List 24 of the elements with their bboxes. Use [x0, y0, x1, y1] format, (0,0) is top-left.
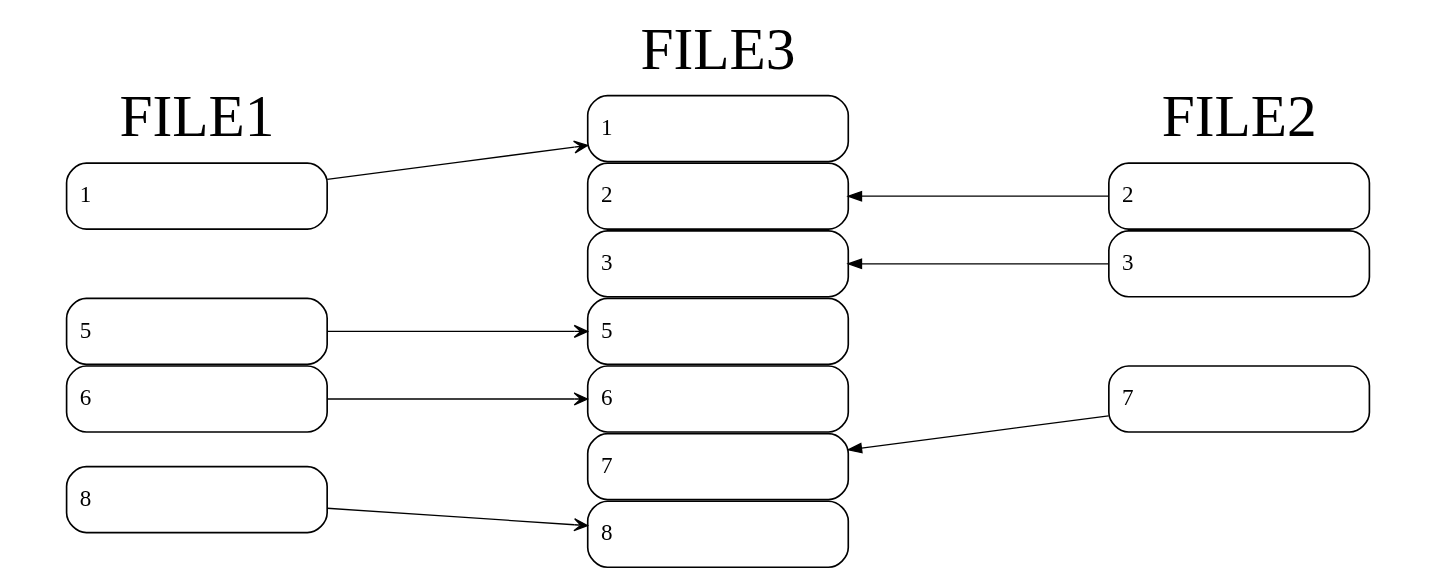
node-box: 8	[65, 465, 328, 534]
node-box: 8	[586, 500, 849, 569]
label: FILE3	[640, 15, 795, 82]
node-box: 3	[1107, 230, 1370, 298]
label: FILE1	[118, 83, 274, 150]
label: FILE2	[1161, 83, 1317, 150]
arrow	[845, 190, 1109, 202]
node-box: 7	[1107, 365, 1370, 433]
node-box: 6	[65, 365, 328, 433]
arrow	[326, 324, 588, 338]
node-box: 3	[586, 230, 849, 298]
arrow	[326, 140, 588, 181]
arrow	[326, 507, 588, 532]
arrow	[326, 392, 588, 406]
arrow	[845, 258, 1109, 270]
node-box: 1	[586, 94, 849, 163]
node-box: 5	[65, 297, 328, 366]
node-box: 5	[586, 297, 849, 366]
node-box: 2	[1107, 162, 1370, 230]
node-box: 7	[586, 432, 849, 501]
node-box: 6	[586, 365, 849, 433]
node-box: 1	[65, 162, 328, 230]
node-box: 2	[586, 162, 849, 230]
arrow	[845, 415, 1109, 454]
